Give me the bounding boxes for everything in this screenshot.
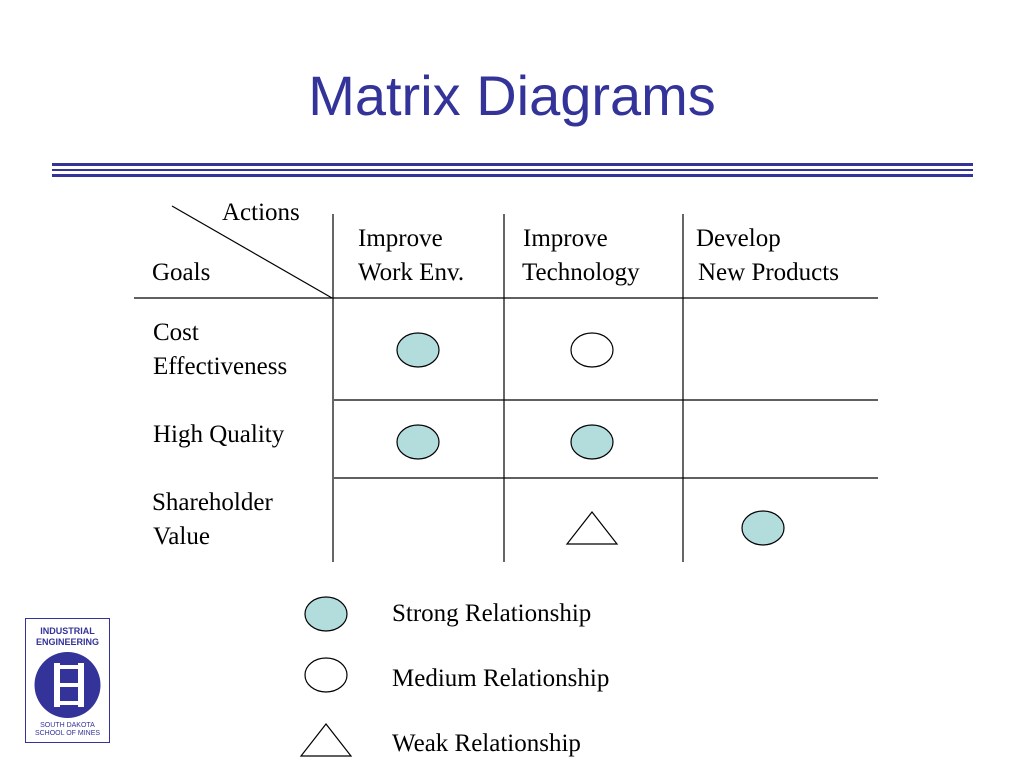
logo-text-bottom-2: SCHOOL OF MINES	[34, 730, 101, 737]
legend-weak-symbol	[299, 723, 353, 757]
col-3-header-line1: Develop	[696, 225, 781, 252]
title-rule-top	[52, 163, 973, 166]
strong-relationship-symbol-r2c1	[396, 424, 440, 460]
strong-relationship-symbol-r2c2	[570, 424, 614, 460]
logo-emblem-icon	[34, 652, 101, 718]
medium-relationship-symbol-r1c2	[570, 332, 614, 368]
actions-label: Actions	[222, 199, 300, 226]
legend-strong-symbol	[304, 596, 348, 632]
row-1-label-line2: Effectiveness	[153, 353, 288, 380]
corner-diagonal	[171, 205, 333, 299]
weak-relationship-symbol-r3c2	[565, 511, 619, 545]
row-1-label-line1: Cost	[153, 319, 199, 346]
title-rule-bottom	[52, 174, 973, 177]
col-2-header-line2: Technology	[522, 259, 640, 286]
col-1-header-line1: Improve	[358, 225, 443, 252]
logo-text-top-1: INDUSTRIAL	[40, 626, 95, 636]
legend-weak-label: Weak Relationship	[392, 730, 581, 757]
col-1-header-line2: Work Env.	[358, 259, 465, 286]
goals-label: Goals	[152, 259, 211, 286]
strong-relationship-symbol-r1c1	[396, 332, 440, 368]
legend-medium-symbol	[304, 657, 348, 693]
col-2-header-line1: Improve	[523, 225, 608, 252]
col-3-header-line2: New Products	[698, 259, 839, 286]
row-3-label-line1: Shareholder	[152, 489, 273, 516]
row-3-label-line2: Value	[153, 523, 210, 550]
legend-strong-label: Strong Relationship	[392, 600, 592, 627]
title-rule-middle	[52, 169, 973, 171]
slide-title: Matrix Diagrams	[308, 64, 716, 127]
legend-medium-label: Medium Relationship	[392, 665, 610, 692]
logo: INDUSTRIAL ENGINEERING SOUTH DAKOTA SCHO…	[25, 618, 110, 743]
row-2-label-line1: High Quality	[153, 421, 285, 448]
logo-text-top-2: ENGINEERING	[35, 637, 99, 647]
strong-relationship-symbol-r3c3	[741, 510, 785, 546]
logo-text-bottom-1: SOUTH DAKOTA	[40, 722, 95, 729]
